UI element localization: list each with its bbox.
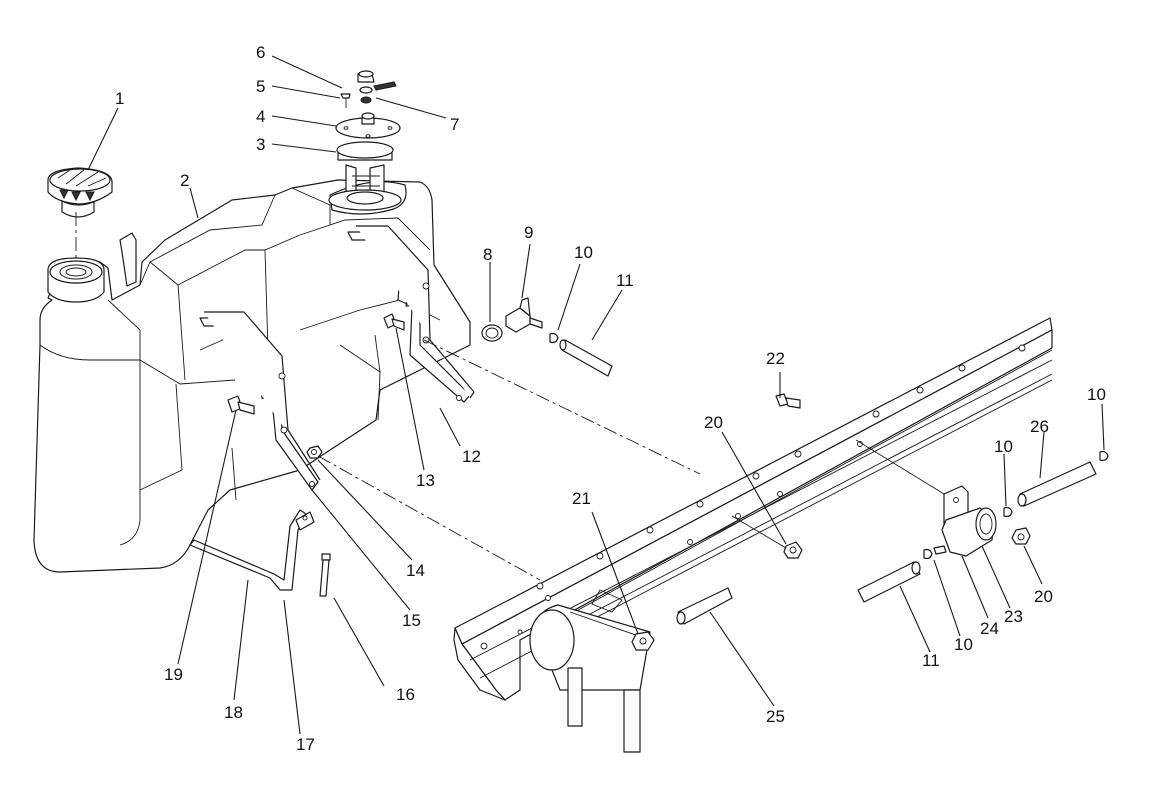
callout-25: 25 — [766, 707, 785, 726]
callout-24: 24 — [980, 619, 999, 638]
callout-10-d: 10 — [954, 635, 973, 654]
tank-strap-right — [347, 225, 475, 403]
callout-19: 19 — [164, 665, 183, 684]
callout-8: 8 — [483, 245, 492, 264]
callout-22: 22 — [766, 349, 785, 368]
centerline-1 — [423, 339, 701, 475]
bolt-19 — [227, 395, 255, 415]
nut-20a — [783, 541, 803, 559]
callout-6: 6 — [256, 43, 265, 62]
filter-bolt-line — [855, 439, 945, 495]
clip-10c — [1099, 450, 1109, 462]
callout-12: 12 — [462, 447, 481, 466]
nut-21 — [631, 631, 655, 651]
bolt-16 — [319, 553, 331, 597]
callout-10-c: 10 — [1087, 385, 1106, 404]
leader-lines — [87, 55, 1105, 735]
bottom-strap — [189, 509, 315, 591]
fuel-hose-11b — [857, 561, 921, 603]
hose-clamp-8 — [481, 324, 503, 342]
callout-26: 26 — [1030, 417, 1049, 436]
cross-tube — [529, 589, 651, 753]
clip-10b — [1003, 506, 1013, 518]
fuel-cap — [47, 167, 113, 218]
callout-9: 9 — [524, 223, 533, 242]
elbow-fitting-9 — [505, 297, 543, 333]
callout-16: 16 — [396, 685, 415, 704]
callout-23: 23 — [1004, 607, 1023, 626]
centerline-2 — [317, 455, 541, 581]
callout-21: 21 — [572, 489, 591, 508]
clip-10a — [549, 332, 559, 344]
callout-11-b: 11 — [922, 651, 940, 670]
fuel-hose-25 — [676, 587, 733, 625]
callout-2: 2 — [180, 171, 189, 190]
callout-5: 5 — [256, 77, 265, 96]
fuel-hose-26 — [1017, 461, 1097, 507]
fuel-sender-assembly — [328, 70, 402, 211]
callout-15: 15 — [402, 611, 421, 630]
callout-13: 13 — [416, 471, 435, 490]
callout-labels: 1 2 3 4 5 6 7 8 9 10 11 12 13 14 15 16 1… — [115, 43, 1106, 754]
callout-4: 4 — [256, 107, 265, 126]
callout-18: 18 — [224, 703, 243, 722]
clip-10d — [923, 548, 933, 560]
callout-17: 17 — [296, 735, 315, 754]
bolt-22 — [775, 393, 801, 409]
callout-14: 14 — [406, 561, 425, 580]
callout-1: 1 — [115, 89, 124, 108]
nut-14 — [306, 445, 323, 459]
nut-20b — [1011, 527, 1031, 545]
frame-rail — [453, 317, 1053, 701]
callout-11-a: 11 — [616, 271, 634, 290]
callout-10-b: 10 — [994, 437, 1013, 456]
fuel-hose-11a — [559, 339, 613, 377]
callout-3: 3 — [256, 135, 265, 154]
fuel-filter-23 — [933, 507, 997, 557]
callout-7: 7 — [450, 115, 459, 134]
callout-20-a: 20 — [704, 413, 723, 432]
nut-line — [731, 515, 787, 549]
callout-20-b: 20 — [1034, 587, 1053, 606]
bolt-13 — [383, 313, 405, 331]
callout-10-a: 10 — [574, 243, 593, 262]
tank-strap-left — [199, 311, 321, 491]
